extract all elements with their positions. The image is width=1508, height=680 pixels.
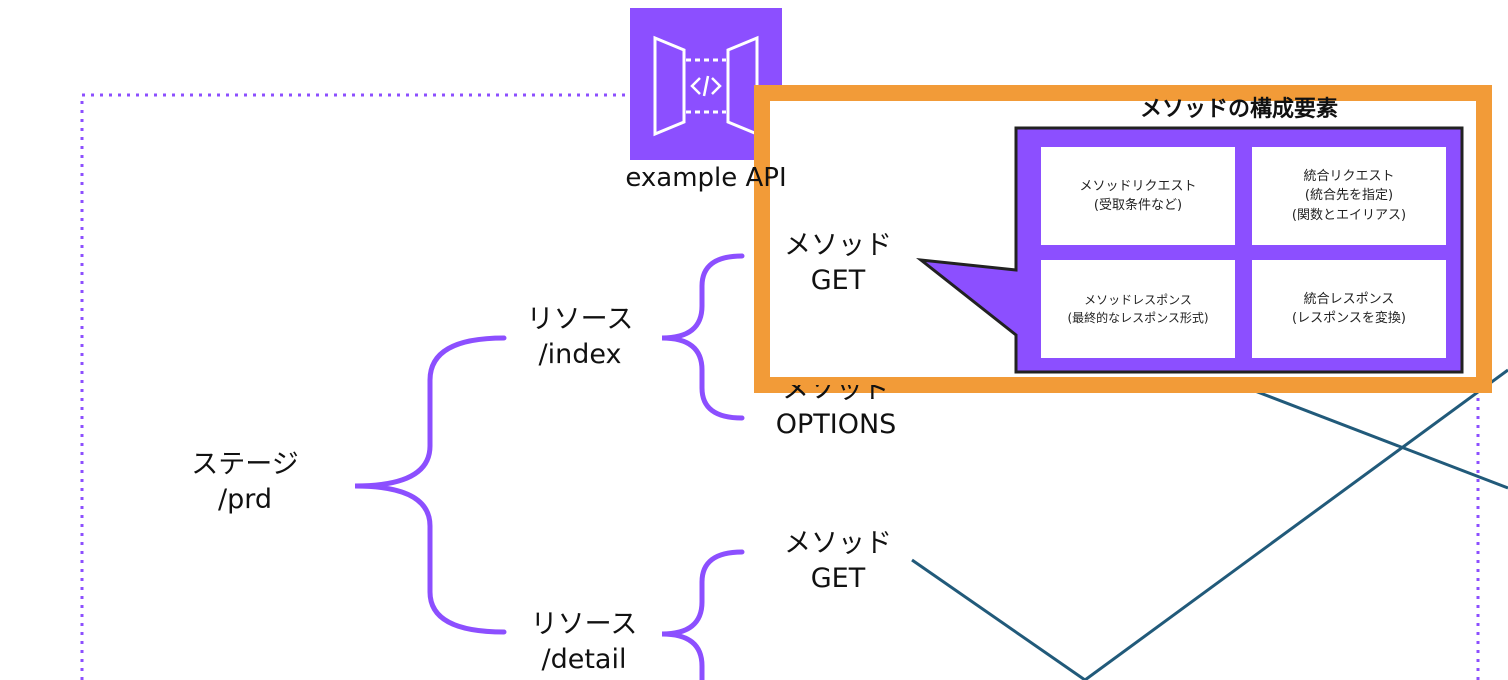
method-title: メソッド xyxy=(784,230,892,261)
api-label-text: example API xyxy=(625,163,787,193)
detail-brace xyxy=(661,549,745,680)
method-verb: GET xyxy=(810,264,866,296)
cell-text: メソッドレスポンス xyxy=(1084,293,1192,307)
stage-brace xyxy=(354,335,507,635)
resource-path: /detail xyxy=(541,643,627,675)
cell-text: (最終的なレスポンス形式) xyxy=(1067,311,1209,325)
curly-braces xyxy=(354,253,745,680)
index-brace xyxy=(661,253,745,421)
api-label: example API xyxy=(600,162,812,195)
integration-request-cell: 統合リクエスト (統合先を指定) (関数とエイリアス) xyxy=(1252,147,1446,245)
cell-text: (統合先を指定) xyxy=(1304,188,1394,204)
connection-line xyxy=(911,558,1086,680)
resource-title: リソース xyxy=(530,609,638,640)
method-verb: OPTIONS xyxy=(775,408,897,440)
resource-path: /index xyxy=(538,338,622,370)
method-node-index-get: メソッド GET xyxy=(758,229,918,298)
method-title: メソッド xyxy=(782,385,890,405)
integration-response-cell: 統合レスポンス (レスポンスを変換) xyxy=(1252,260,1446,358)
method-node-index-options: メソッド OPTIONS xyxy=(746,385,926,451)
cell-text: 統合リクエスト xyxy=(1303,168,1395,184)
stage-title: ステージ xyxy=(191,449,299,480)
stage-path: /prd xyxy=(218,483,272,515)
callout-title-text: メソッドの構成要素 xyxy=(1139,97,1338,122)
method-request-cell: メソッドリクエスト (受取条件など) xyxy=(1041,147,1235,245)
cell-text: (受取条件など) xyxy=(1093,198,1183,213)
method-verb: GET xyxy=(810,562,866,594)
callout-title: メソッドの構成要素 xyxy=(1016,96,1462,124)
cell-text: メソッドリクエスト xyxy=(1079,178,1197,194)
resource-node-detail: リソース /detail xyxy=(504,608,664,677)
resource-title: リソース xyxy=(526,304,634,335)
stage-node: ステージ /prd xyxy=(160,448,330,517)
connection-line xyxy=(1084,368,1508,680)
method-title: メソッド xyxy=(784,528,892,559)
cell-text: (関数とエイリアス) xyxy=(1291,207,1407,223)
cell-text: (レスポンスを変換) xyxy=(1292,311,1406,326)
resource-node-index: リソース /index xyxy=(500,303,660,372)
method-response-cell: メソッドレスポンス (最終的なレスポンス形式) xyxy=(1041,260,1235,358)
method-node-detail-get: メソッド GET xyxy=(758,527,918,596)
cell-text: 統合レスポンス xyxy=(1303,291,1395,307)
